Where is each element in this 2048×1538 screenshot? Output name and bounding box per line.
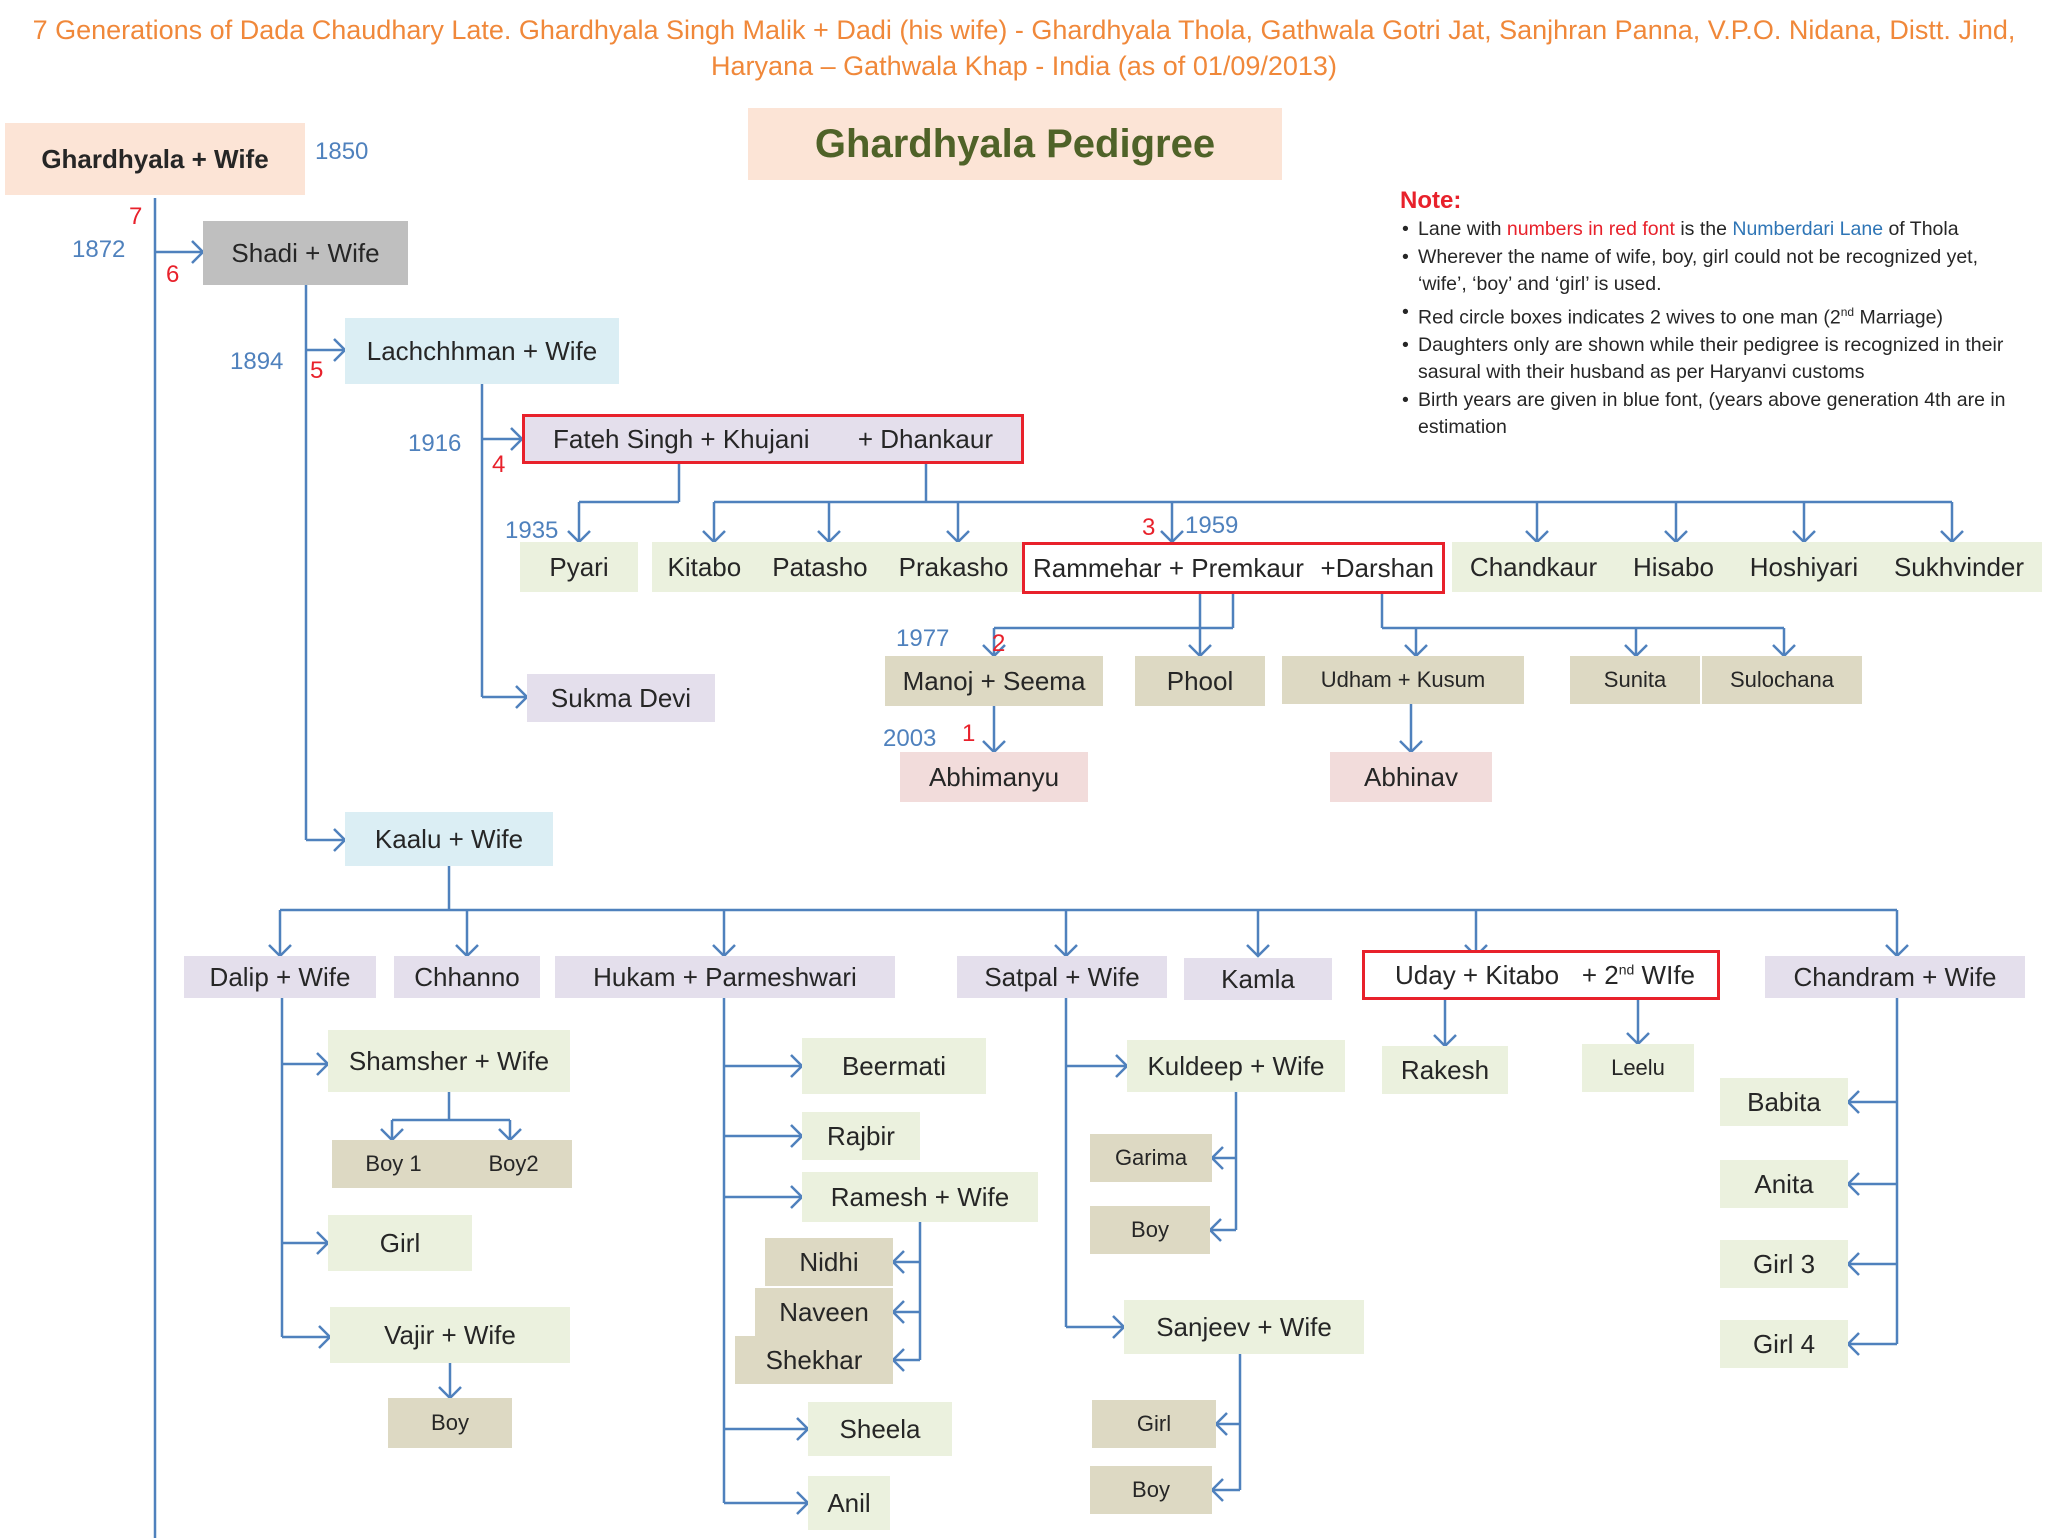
person-manoj: Manoj + Seema <box>885 656 1103 706</box>
person-babita: Babita <box>1720 1078 1848 1126</box>
person-udham: Udham + Kusum <box>1282 656 1524 704</box>
person-chandram: Chandram + Wife <box>1765 956 2025 998</box>
numberdari-7: 7 <box>129 203 143 230</box>
person-vajir: Vajir + Wife <box>330 1307 570 1363</box>
person-sukma-devi: Sukma Devi <box>527 674 715 722</box>
person-anil: Anil <box>808 1476 890 1530</box>
person-kuldeep: Kuldeep + Wife <box>1127 1040 1345 1092</box>
person-beermati: Beermati <box>802 1038 986 1094</box>
note-item-4: Daughters only are shown while their ped… <box>1402 332 2020 387</box>
person-boy-2: Boy2 <box>488 1151 539 1176</box>
person-sanjeev-boy: Boy <box>1090 1466 1212 1514</box>
arrow-head-99 <box>891 1300 905 1324</box>
person-leelu: Leelu <box>1582 1044 1694 1092</box>
person-rammehar: Rammehar + Premkaur+Darshan <box>1022 542 1445 594</box>
arrow-head-111 <box>1208 1218 1222 1242</box>
person-pyari: Pyari <box>520 542 638 592</box>
daughters-group-2: Chandkaur Hisabo Hoshiyari Sukhvinder <box>1452 542 2042 592</box>
numberdari-1: 1 <box>962 720 976 747</box>
person-anita: Anita <box>1720 1160 1848 1208</box>
note-item-1: Lane with numbers in red font is the Num… <box>1402 216 2020 244</box>
birth-year-1935: 1935 <box>505 517 559 544</box>
shamsher-children: Boy 1 Boy2 <box>332 1140 572 1188</box>
numberdari-4: 4 <box>492 451 506 478</box>
arrow-head-123 <box>1846 1090 1860 1114</box>
person-chandkaur: Chandkaur <box>1469 551 1598 582</box>
arrow-head-101 <box>891 1348 905 1372</box>
person-garima: Garima <box>1090 1134 1212 1182</box>
numberdari-3: 3 <box>1142 514 1156 541</box>
person-naveen: Naveen <box>755 1288 893 1336</box>
header-line-1: 7 Generations of Dada Chaudhary Late. Gh… <box>32 15 2016 45</box>
note-title: Note: <box>1400 187 1462 214</box>
arrow-head-64 <box>1246 944 1270 958</box>
person-satpal: Satpal + Wife <box>957 956 1167 998</box>
person-girl-3: Girl 3 <box>1720 1240 1848 1288</box>
diagram-title: Ghardhyala Pedigree <box>748 108 1282 180</box>
note-item-2: Wherever the name of wife, boy, girl cou… <box>1402 244 2020 299</box>
note-panel: Note: Lane with numbers in red font is t… <box>1400 186 2020 442</box>
person-dalip-girl: Girl <box>328 1215 472 1271</box>
birth-year-1916: 1916 <box>408 430 462 457</box>
person-sheela: Sheela <box>808 1402 952 1456</box>
person-sanjeev-girl: Girl <box>1092 1400 1216 1448</box>
person-abhinav: Abhinav <box>1330 752 1492 802</box>
person-hisabo: Hisabo <box>1632 551 1714 582</box>
birth-year-2003: 2003 <box>883 725 937 752</box>
person-phool: Phool <box>1135 656 1265 706</box>
header-line-2: Haryana – Gathwala Khap - India (as of 0… <box>711 51 1337 81</box>
person-kamla: Kamla <box>1184 958 1332 1000</box>
person-shadi: Shadi + Wife <box>203 221 408 285</box>
person-vajir-boy: Boy <box>388 1398 512 1448</box>
person-abhimanyu: Abhimanyu <box>900 752 1088 802</box>
arrow-head-125 <box>1846 1172 1860 1196</box>
person-nidhi: Nidhi <box>765 1238 893 1286</box>
arrow-head-129 <box>1846 1332 1860 1356</box>
person-ghardhyala: Ghardhyala + Wife <box>5 123 305 195</box>
birth-year-1977: 1977 <box>896 625 950 652</box>
arrow-head-114 <box>1214 1412 1228 1436</box>
person-ramesh: Ramesh + Wife <box>802 1172 1038 1222</box>
daughters-group: Kitabo Patasho Prakasho <box>652 542 1024 592</box>
person-chhanno: Chhanno <box>394 956 540 998</box>
person-shekhar: Shekhar <box>735 1336 893 1384</box>
person-girl-4: Girl 4 <box>1720 1320 1848 1368</box>
arrow-head-97 <box>891 1250 905 1274</box>
person-shamsher: Shamsher + Wife <box>328 1030 570 1092</box>
person-kuldeep-boy: Boy <box>1090 1206 1210 1254</box>
arrow-head-109 <box>1210 1146 1224 1170</box>
numberdari-2: 2 <box>992 630 1006 657</box>
person-kitabo: Kitabo <box>667 551 742 582</box>
person-sulochana: Sulochana <box>1702 656 1862 704</box>
numberdari-6: 6 <box>166 261 180 288</box>
birth-year-1959: 1959 <box>1185 512 1239 539</box>
person-hukam: Hukam + Parmeshwari <box>555 956 895 998</box>
person-uday: Uday + Kitabo + 2nd WIfe <box>1362 950 1720 1000</box>
person-rakesh: Rakesh <box>1382 1046 1508 1094</box>
person-prakasho: Prakasho <box>898 551 1009 582</box>
person-fateh-singh: Fateh Singh + Khujani+ Dhankaur <box>522 414 1024 464</box>
birth-year-1872: 1872 <box>72 236 126 263</box>
person-sanjeev: Sanjeev + Wife <box>1124 1300 1364 1354</box>
person-kaalu: Kaalu + Wife <box>345 812 553 866</box>
note-item-3: Red circle boxes indicates 2 wives to on… <box>1402 299 2020 332</box>
person-rajbir: Rajbir <box>802 1112 920 1160</box>
arrow-head-116 <box>1210 1478 1224 1502</box>
person-hoshiyari: Hoshiyari <box>1749 551 1859 582</box>
numberdari-5: 5 <box>310 357 324 384</box>
note-item-5: Birth years are given in blue font, (yea… <box>1402 387 2020 442</box>
person-dalip: Dalip + Wife <box>184 956 376 998</box>
birth-year-1850: 1850 <box>315 138 369 165</box>
person-sukhvinder: Sukhvinder <box>1893 551 2025 582</box>
arrow-head-127 <box>1846 1252 1860 1276</box>
person-sunita: Sunita <box>1570 656 1700 704</box>
person-boy-1: Boy 1 <box>365 1151 422 1176</box>
person-patasho: Patasho <box>772 551 868 582</box>
birth-year-1894: 1894 <box>230 348 284 375</box>
person-lachchhman: Lachchhman + Wife <box>345 318 619 384</box>
